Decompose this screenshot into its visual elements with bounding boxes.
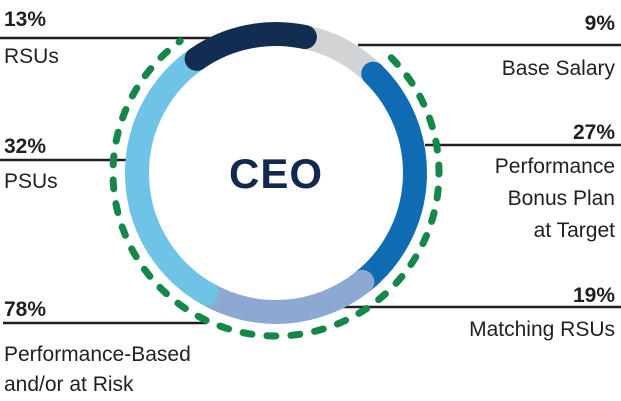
matching-label: Matching RSUs [469, 318, 615, 341]
donut-segment-psus [125, 46, 219, 306]
at-risk-dashed-arc [109, 37, 443, 340]
rsus-percent: 13% [4, 8, 47, 31]
rsus-label: RSUs [4, 45, 59, 68]
base-salary-percent: 9% [584, 12, 615, 35]
bonus-label-line1: Performance [494, 155, 615, 178]
bonus-label-line2: Bonus Plan [507, 187, 615, 210]
base-salary-label: Base Salary [501, 57, 615, 80]
donut-segment-rsus [184, 22, 317, 71]
center-label: CEO [228, 150, 323, 197]
bonus-label-line3: at Target [533, 219, 615, 242]
donut-segment-performance-bonus-plan-at-target [350, 61, 427, 294]
donut-segment-matching-rsus [194, 269, 375, 324]
risk-label-line1: Performance-Based [4, 343, 191, 366]
psus-label: PSUs [4, 170, 58, 193]
risk-label-line2: and/or at Risk [4, 373, 134, 396]
bonus-percent: 27% [572, 121, 615, 144]
matching-percent: 19% [572, 284, 615, 307]
psus-percent: 32% [4, 135, 47, 158]
risk-percent: 78% [4, 298, 47, 321]
